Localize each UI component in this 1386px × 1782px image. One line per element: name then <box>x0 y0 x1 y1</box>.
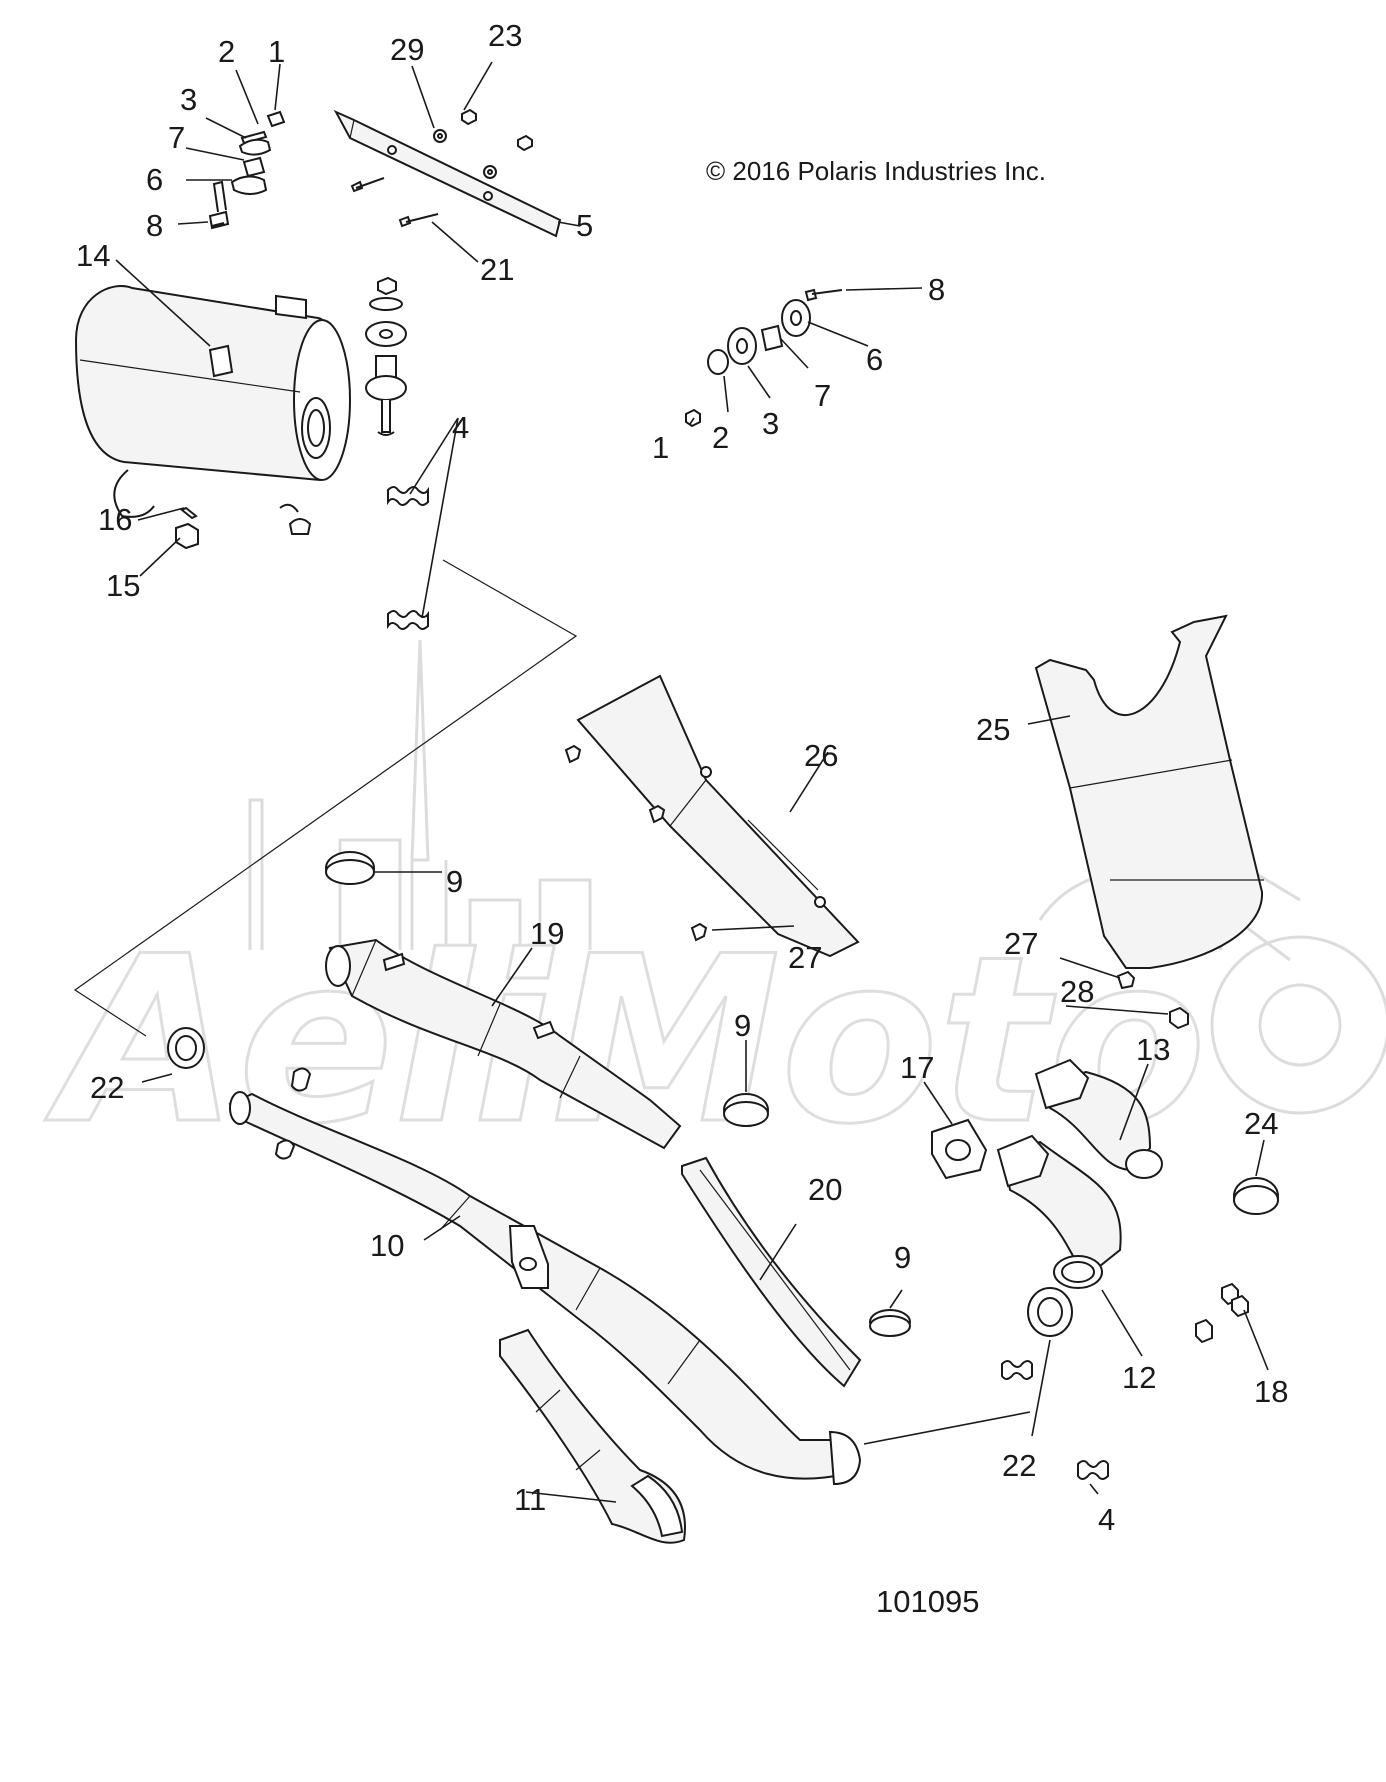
clamp <box>325 851 1279 1337</box>
callout-21: 21 <box>480 252 514 287</box>
group-bracket <box>73 559 578 1037</box>
callout-7: 7 <box>168 120 185 155</box>
callout-29: 29 <box>390 32 424 67</box>
callout-20: 20 <box>808 1172 842 1207</box>
callout-9-center: 9 <box>734 1008 751 1043</box>
exhaust-pipe-upper <box>325 938 682 1150</box>
copyright-note: © 2016 Polaris Industries Inc. <box>706 156 1046 186</box>
callout-18: 18 <box>1254 1374 1288 1409</box>
callout-25: 25 <box>976 712 1010 747</box>
figure-number: 101095 <box>876 1584 979 1619</box>
mount-hardware-stack-right <box>685 288 843 428</box>
watermark-text: AeliMoto <box>45 908 1207 1175</box>
header-elbow <box>996 1058 1163 1289</box>
exhaust-pipe-lower <box>499 1328 686 1544</box>
callout-10: 10 <box>370 1228 404 1263</box>
spring <box>387 486 1109 1480</box>
callout-2-right: 2 <box>712 420 729 455</box>
callout-27-right: 27 <box>1004 926 1038 961</box>
callout-19: 19 <box>530 916 564 951</box>
heat-shield-large <box>1034 614 1264 969</box>
callout-14: 14 <box>76 238 110 273</box>
callout-11: 11 <box>514 1482 546 1517</box>
callout-9-lower: 9 <box>894 1240 911 1275</box>
watermark: AeliMoto <box>44 639 1386 1177</box>
mount-hardware-stack-left <box>208 110 286 230</box>
callout-24: 24 <box>1244 1106 1278 1141</box>
callout-7-right: 7 <box>814 378 831 413</box>
callout-2: 2 <box>218 34 235 69</box>
callout-1: 1 <box>268 34 285 69</box>
gasket <box>167 1027 1073 1337</box>
callout-22: 22 <box>90 1070 124 1105</box>
callout-6: 6 <box>146 162 163 197</box>
callout-9: 9 <box>446 864 463 899</box>
callout-26: 26 <box>804 738 838 773</box>
heat-shield-pipe <box>681 1156 862 1388</box>
callout-13: 13 <box>1136 1032 1170 1067</box>
callout-3-right: 3 <box>762 406 779 441</box>
callout-6-right: 6 <box>866 342 883 377</box>
callout-8-right: 8 <box>928 272 945 307</box>
callout-27: 27 <box>788 940 822 975</box>
callouts: 1 2 3 7 6 8 29 23 5 21 14 4 16 15 8 6 7 … <box>76 18 1288 1537</box>
stud-nut <box>1195 1282 1249 1344</box>
callout-17: 17 <box>900 1050 934 1085</box>
callout-16: 16 <box>98 502 132 537</box>
callout-12: 12 <box>1122 1360 1156 1395</box>
mount-hardware-stack-center <box>365 276 407 436</box>
muffler <box>74 285 351 535</box>
heat-shield-mid <box>564 674 1189 1030</box>
bracket-heat-shield <box>333 108 562 238</box>
exhaust-pipe-main <box>228 1067 862 1486</box>
callout-23: 23 <box>488 18 522 53</box>
callout-22-lower: 22 <box>1002 1448 1036 1483</box>
callout-5: 5 <box>576 208 593 243</box>
leader-lines <box>115 61 1269 1503</box>
fastener-15-16 <box>175 506 199 550</box>
callout-3: 3 <box>180 82 197 117</box>
callout-4: 4 <box>452 410 469 445</box>
callout-8: 8 <box>146 208 163 243</box>
callout-15: 15 <box>106 568 140 603</box>
callout-4-lower: 4 <box>1098 1502 1115 1537</box>
callout-1-right: 1 <box>652 430 669 465</box>
callout-28: 28 <box>1060 974 1094 1009</box>
